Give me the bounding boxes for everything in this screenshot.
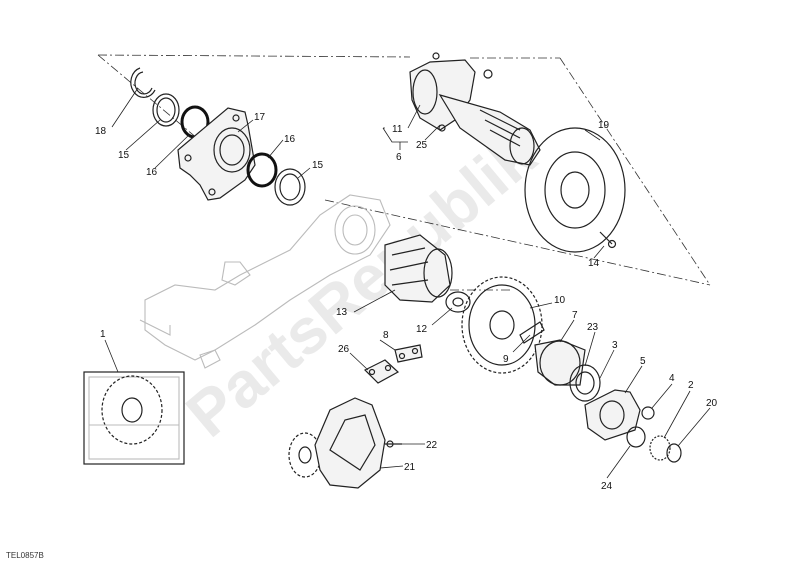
callout-26: 26 [338, 344, 350, 355]
front-sprocket [288, 432, 322, 478]
callout-20: 20 [706, 398, 718, 409]
callout-14: 14 [588, 258, 600, 269]
ring-24 [626, 426, 646, 448]
callout-4: 4 [669, 373, 675, 384]
rear-sprocket-10 [461, 276, 543, 374]
eccentric-hub-13 [384, 234, 453, 303]
nut-4 [641, 406, 655, 420]
leader-lines [104, 87, 711, 479]
callout-7: 7 [572, 310, 578, 321]
rear-hub-axle [409, 52, 541, 166]
circlip-18 [130, 67, 156, 98]
bolt-22 [385, 440, 402, 448]
chain-plate-26 [363, 359, 400, 384]
callout-1: 1 [100, 329, 106, 340]
callout-11: 11 [392, 124, 403, 135]
caliper-bracket-17 [177, 107, 256, 201]
callout-24: 24 [601, 481, 613, 492]
callout-10: 10 [554, 295, 566, 306]
callout-13: 13 [336, 307, 348, 318]
callout-12: 12 [416, 324, 428, 335]
callout-16a: 16 [146, 167, 158, 178]
drawing-code: TEL0857B [6, 551, 44, 560]
bolt-14 [599, 231, 617, 249]
callout-18: 18 [95, 126, 107, 137]
callout-15a: 15 [118, 150, 130, 161]
callout-23: 23 [587, 322, 599, 333]
stud-9 [519, 321, 545, 344]
swingarm-outline [139, 194, 391, 369]
oring-16b [246, 152, 278, 188]
spacer-15b [274, 168, 306, 206]
callout-2: 2 [688, 380, 694, 391]
washer-12 [445, 291, 471, 313]
callout-22: 22 [426, 440, 438, 451]
callout-25: 25 [416, 140, 428, 151]
callout-19: 19 [598, 120, 610, 131]
chain-link-8 [394, 344, 423, 363]
callout-5: 5 [640, 356, 646, 367]
carrier-5 [584, 389, 641, 441]
callout-6: 6 [396, 152, 402, 163]
callout-labels: 1 2 3 4 5 6 7 8 9 10 11 12 13 14 15 15 1… [95, 112, 718, 492]
callout-8: 8 [383, 330, 389, 341]
spacer-15a [152, 93, 180, 127]
callout-3: 3 [612, 340, 618, 351]
callout-9: 9 [503, 354, 509, 365]
inset-box-1 [83, 371, 185, 465]
callout-16b: 16 [284, 134, 296, 145]
callout-17: 17 [254, 112, 266, 123]
callout-21: 21 [404, 462, 416, 473]
sprocket-cover-21 [314, 397, 386, 489]
brake-disc-19 [524, 127, 626, 253]
callout-15b: 15 [312, 160, 324, 171]
gear-nut-2 [649, 435, 671, 461]
circlip-20 [666, 443, 682, 463]
